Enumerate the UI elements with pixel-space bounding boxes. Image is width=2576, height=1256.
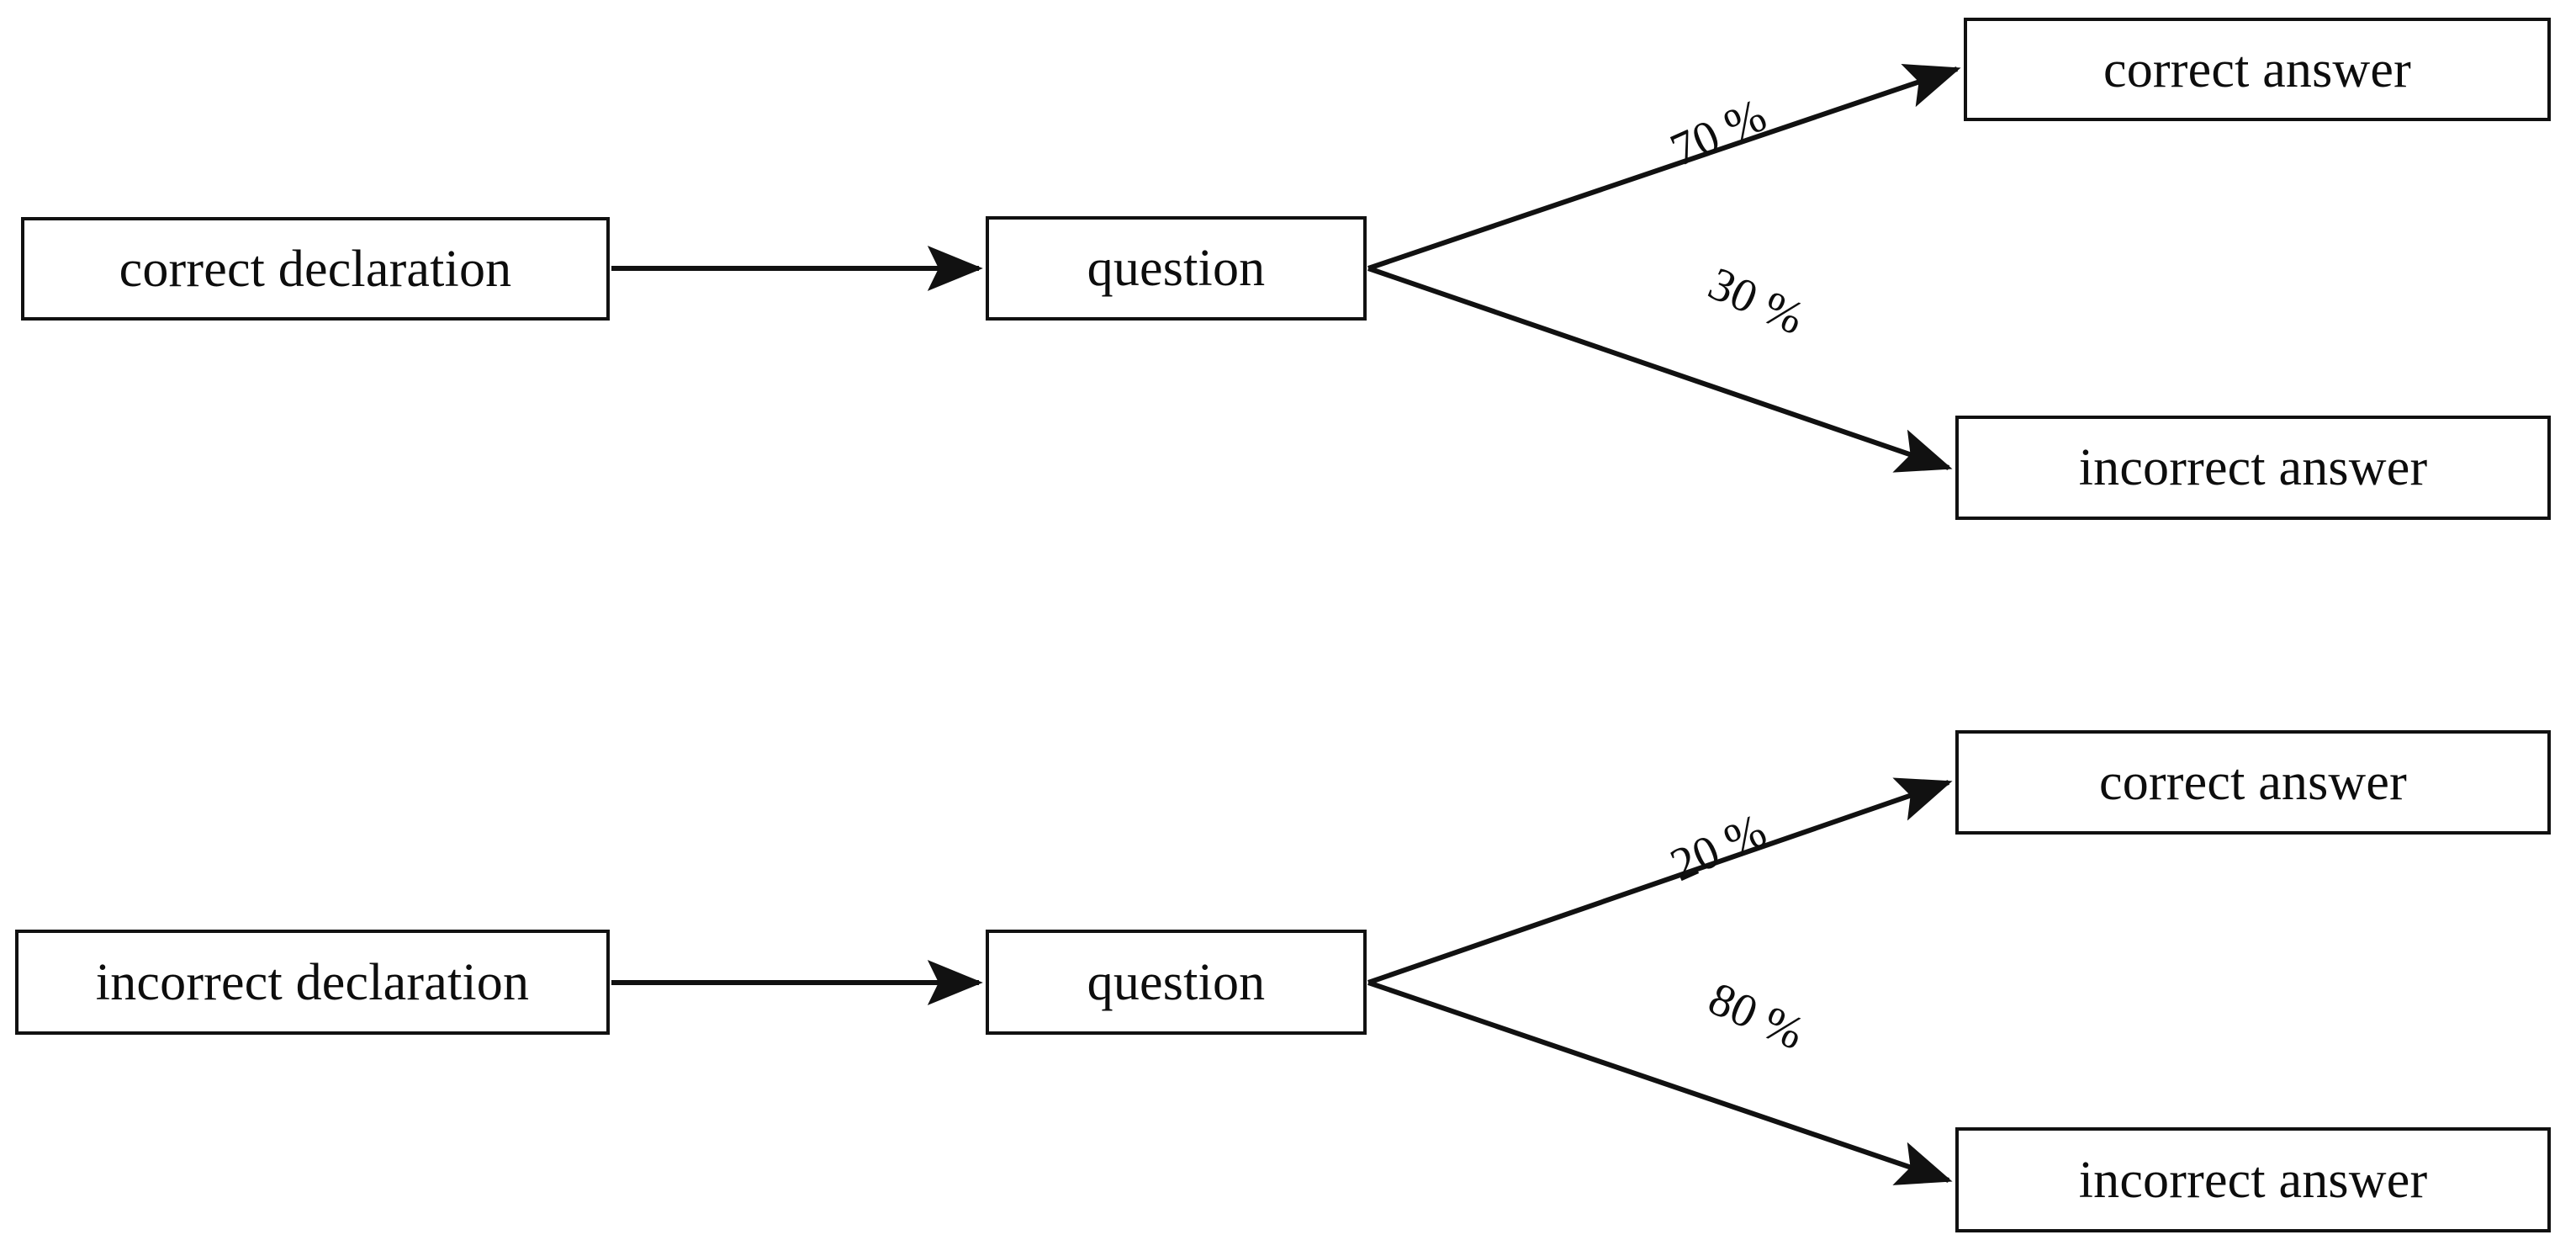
node-question-top[interactable]: question <box>986 216 1367 321</box>
node-correct-answer-top[interactable]: correct answer <box>1964 18 2551 121</box>
node-label: question <box>1087 953 1266 1011</box>
node-correct-answer-bottom[interactable]: correct answer <box>1955 730 2551 835</box>
node-correct-declaration[interactable]: correct declaration <box>21 217 610 321</box>
node-label: incorrect declaration <box>95 953 530 1011</box>
node-label: correct declaration <box>119 240 512 298</box>
node-label: question <box>1087 240 1266 297</box>
connector-bottom-question-to-incorrect <box>1367 980 1953 1185</box>
edge-label-bottom-correct-probability: 20 % <box>1663 803 1775 893</box>
edge-label-bottom-incorrect-probability: 80 % <box>1701 972 1812 1061</box>
edge-label-top-incorrect-probability: 30 % <box>1701 257 1812 346</box>
node-label: correct answer <box>2099 754 2407 811</box>
node-label: incorrect answer <box>2078 1151 2428 1209</box>
node-incorrect-declaration[interactable]: incorrect declaration <box>15 930 610 1035</box>
node-label: correct answer <box>2103 40 2411 98</box>
node-incorrect-answer-bottom[interactable]: incorrect answer <box>1955 1127 2551 1232</box>
connector-bottom-question-to-correct <box>1367 777 1953 985</box>
connector-top-question-to-correct <box>1367 64 1961 271</box>
node-incorrect-answer-top[interactable]: incorrect answer <box>1955 416 2551 520</box>
connector-top-question-to-incorrect <box>1367 266 1953 473</box>
node-label: incorrect answer <box>2078 439 2428 496</box>
node-question-bottom[interactable]: question <box>986 930 1367 1035</box>
edge-label-top-correct-probability: 70 % <box>1663 88 1775 178</box>
